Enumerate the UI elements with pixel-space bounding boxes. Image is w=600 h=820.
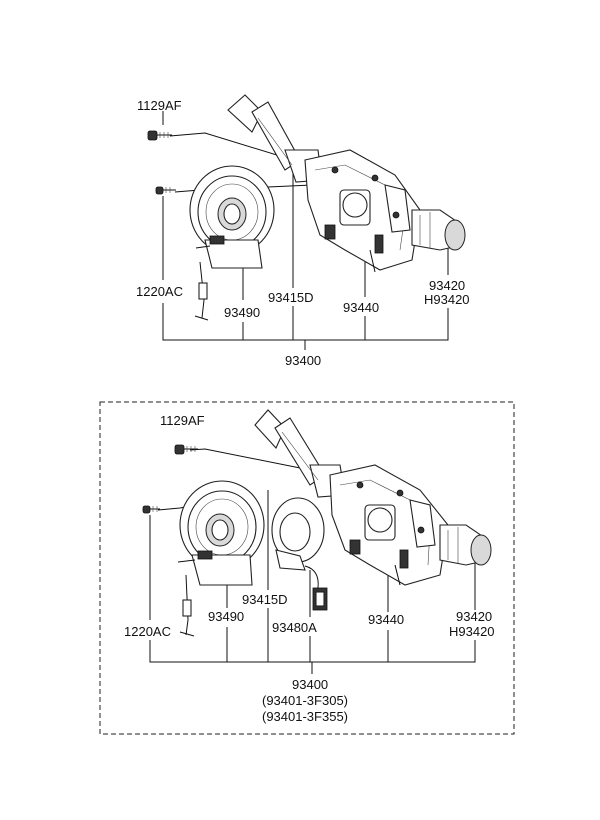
top-label-h93420: H93420 [424, 292, 470, 307]
bottom-label-93490: 93490 [208, 609, 244, 624]
top-label-1129af: 1129AF [137, 98, 182, 113]
top-label-93415d: 93415D [268, 290, 314, 305]
top-label-93400: 93400 [285, 353, 321, 368]
top-screw-1220ac [155, 186, 176, 195]
bottom-dashed-frame [99, 401, 515, 735]
bottom-clock-spring-93490 [177, 480, 265, 637]
bottom-label-93480a: 93480A [272, 620, 317, 635]
bottom-label-1220ac: 1220AC [124, 624, 171, 639]
top-label-93420: 93420 [429, 278, 465, 293]
bottom-switch-lever-93415d [254, 409, 346, 498]
bottom-label-1129af: 1129AF [160, 413, 205, 428]
top-label-93440: 93440 [343, 300, 379, 315]
bottom-screw-1129af [174, 444, 198, 455]
top-label-93490: 93490 [224, 305, 260, 320]
top-leader-lines [162, 111, 449, 350]
bottom-knob-93420 [439, 524, 492, 566]
top-screw-1129af [147, 130, 172, 141]
bottom-label-93440: 93440 [368, 612, 404, 627]
bottom-label-93415d: 93415D [242, 592, 288, 607]
bottom-label-93400: 93400 [292, 677, 328, 692]
top-label-1220ac: 1220AC [136, 284, 183, 299]
top-assembly: 1129AF 1220AC 93490 93415D 93440 93420 H… [136, 94, 470, 368]
top-clock-spring-93490 [189, 165, 275, 321]
bottom-sensor-93480a [271, 497, 328, 611]
bottom-assembly: 1129AF 1220AC 93490 93415D 93480A 93440 … [99, 401, 515, 735]
top-knob-93420 [411, 209, 466, 251]
bottom-label-93401-3f355: (93401-3F355) [262, 709, 348, 724]
bottom-label-h93420: H93420 [449, 624, 495, 639]
bottom-switch-body-93440 [329, 464, 449, 586]
bottom-label-93420: 93420 [456, 609, 492, 624]
top-switch-body-93440 [304, 149, 421, 273]
bottom-label-93401-3f305: (93401-3F305) [262, 693, 348, 708]
top-switch-lever-93415d [227, 94, 323, 183]
bottom-screw-1220ac [142, 505, 160, 514]
